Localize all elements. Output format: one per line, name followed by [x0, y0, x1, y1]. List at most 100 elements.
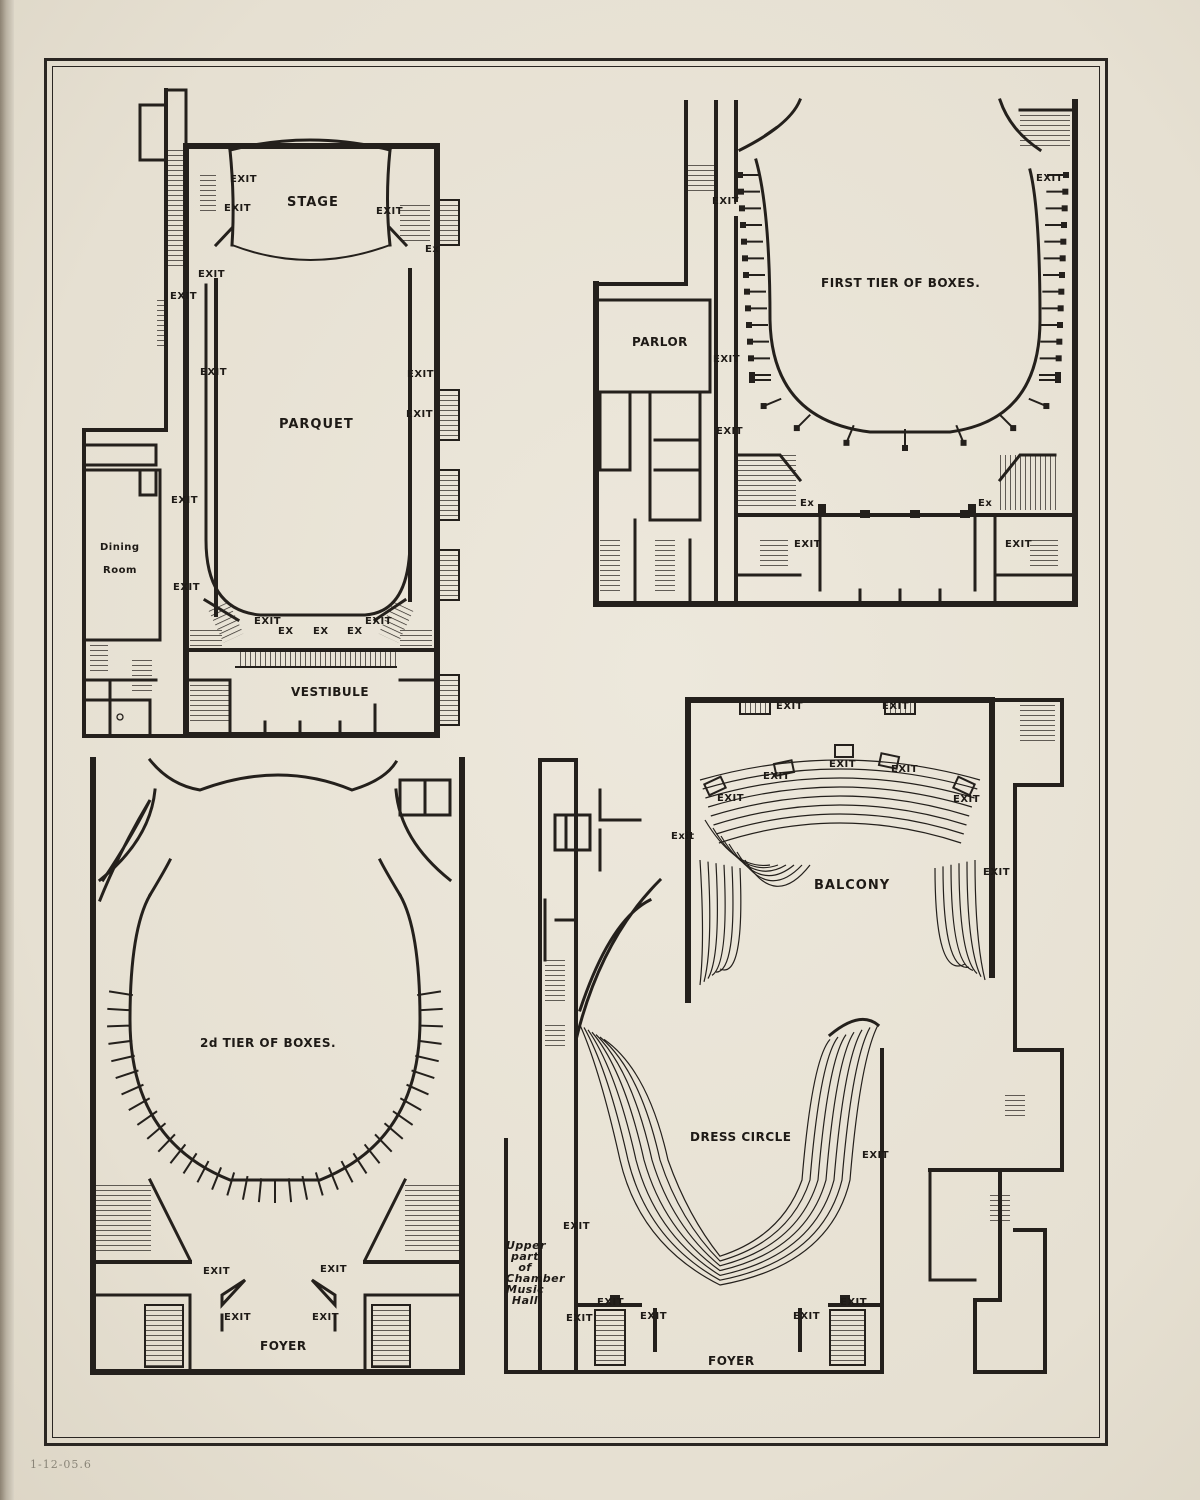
dress-circle-row: [583, 1027, 871, 1281]
box-divider: [136, 1110, 158, 1126]
box-door: [1060, 238, 1067, 245]
box-divider: [415, 1054, 439, 1063]
label-room: Room: [103, 565, 137, 576]
box-divider: [115, 1069, 139, 1080]
box-divider: [108, 1039, 133, 1045]
balcony-row-right: [966, 861, 982, 978]
label-foyer-right: FOYER: [708, 1354, 755, 1368]
plan-second-tier: [90, 757, 465, 1375]
box-divider: [363, 1143, 381, 1164]
box-divider: [121, 1083, 144, 1096]
balcony-row-right: [950, 864, 974, 971]
dress-circle-rail: [827, 1017, 881, 1038]
exit-tier1-3: EXIT: [713, 354, 741, 365]
box-divider: [392, 1110, 414, 1126]
exit-balcony-8: Exit: [671, 831, 695, 842]
ex-tier1-2: Ex: [978, 498, 993, 509]
exit-tier2-4: EXIT: [312, 1312, 340, 1323]
box-divider: [226, 1172, 236, 1196]
box-door: [1056, 338, 1063, 345]
box-divider: [418, 1007, 443, 1012]
box-door: [1058, 288, 1065, 295]
box-divider: [211, 1167, 222, 1191]
box-door: [793, 425, 800, 432]
box-door: [745, 305, 751, 312]
exit-parquet-9: EXIT: [365, 616, 393, 627]
box-divider: [383, 1122, 404, 1140]
box-door: [1055, 377, 1061, 383]
plan-first-tier: [593, 98, 1078, 607]
exit-tier2-1: EXIT: [203, 1266, 231, 1277]
exit-dress-5: EXIT: [566, 1313, 594, 1324]
dress-circle-row: [587, 1029, 863, 1277]
box-door: [843, 439, 850, 446]
balcony-row-left: [707, 863, 718, 979]
box-door: [747, 338, 753, 345]
dress-circle-row: [579, 1024, 879, 1286]
dress-circle-row: [603, 1038, 831, 1257]
plan-balcony-dress-circle: [504, 697, 1064, 1374]
box-door: [1063, 172, 1069, 178]
box-door: [960, 439, 967, 446]
page-border-outer: [44, 58, 1108, 1446]
exit-parquet-1: EXIT: [198, 269, 226, 280]
balcony-row: [713, 804, 967, 826]
balcony-row-right: [974, 859, 986, 981]
box-door: [1062, 188, 1069, 195]
balcony-row: [702, 768, 978, 790]
box-divider: [128, 1097, 151, 1111]
label-balcony: BALCONY: [814, 878, 891, 893]
box-door: [1059, 272, 1065, 278]
box-door: [748, 355, 754, 362]
label-first-tier: FIRST TIER OF BOXES.: [821, 276, 981, 290]
label-chamber-music-hall: Upper part of Chamber Music Hall: [506, 1239, 566, 1307]
ex-stage: Ex: [425, 244, 440, 255]
box-divider: [417, 990, 442, 997]
box-divider: [314, 1172, 324, 1196]
box-divider: [157, 1133, 176, 1153]
dress-circle-row: [599, 1036, 839, 1262]
box-divider: [182, 1152, 198, 1175]
exit-balcony-9: EXIT: [983, 867, 1011, 878]
box-door: [743, 272, 749, 278]
box-door: [738, 188, 744, 195]
exit-parquet-8: EXIT: [254, 616, 282, 627]
exit-tier1-5: EXIT: [794, 539, 822, 550]
ex-parquet-3: EX: [347, 626, 363, 637]
exit-parquet-7: EXIT: [173, 582, 201, 593]
exit-dress-7: EXIT: [840, 1297, 868, 1308]
exit-tier1-1: EXIT: [712, 196, 740, 207]
box-divider: [328, 1167, 339, 1191]
box-divider: [108, 990, 133, 997]
box-divider: [399, 1097, 422, 1111]
exit-tier1-6: EXIT: [1005, 539, 1033, 550]
box-door: [902, 445, 908, 451]
box-divider: [406, 1083, 429, 1096]
balcony-row: [705, 777, 975, 799]
box-divider: [301, 1175, 309, 1200]
binding-edge: [0, 0, 14, 1500]
label-foyer-left: FOYER: [260, 1339, 307, 1353]
exit-tier1-4: EXIT: [716, 426, 744, 437]
label-dining: Dining: [100, 542, 140, 553]
balcony-row-curve: [744, 859, 811, 887]
box-door: [1059, 255, 1066, 262]
box-door: [1043, 403, 1050, 410]
label-vestibule: VESTIBULE: [291, 685, 370, 699]
balcony-row-curve: [736, 851, 803, 882]
exit-balcony-4: EXIT: [763, 771, 791, 782]
box-divider: [411, 1069, 435, 1080]
balcony-row-left: [699, 859, 704, 986]
box-door: [749, 377, 755, 383]
balcony-row-left: [711, 864, 726, 976]
exit-stage-3: EXIT: [376, 206, 404, 217]
balcony-row-curve: [728, 843, 795, 877]
balcony-row: [707, 786, 973, 808]
label-dress-circle: DRESS CIRCLE: [690, 1130, 792, 1144]
box-divider: [107, 1024, 132, 1028]
exit-dress-2: EXIT: [563, 1221, 591, 1232]
exit-balcony-5: EXIT: [829, 759, 857, 770]
box-divider: [111, 1054, 135, 1063]
box-door: [1010, 425, 1017, 432]
